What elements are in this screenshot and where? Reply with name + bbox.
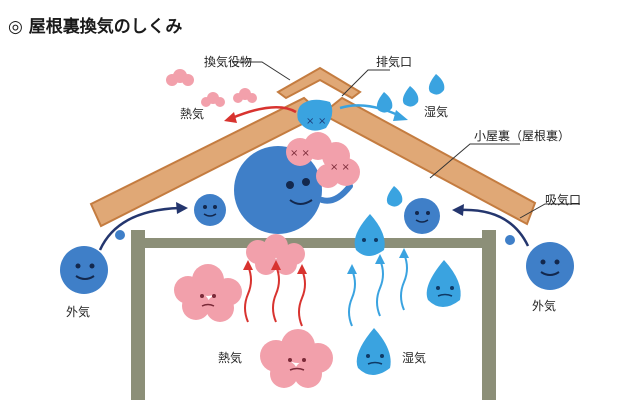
eave-vent-right — [505, 235, 515, 245]
label-outside-left: 外気 — [66, 305, 91, 319]
leader-attic — [429, 143, 520, 179]
rising-moisture-arrows — [348, 253, 408, 327]
heat-cloud-on-head — [286, 132, 360, 188]
moisture-exhaust-arrow — [339, 104, 401, 118]
label-attic: 小屋裏（屋根裏） — [474, 129, 571, 143]
leader-vent-fixture — [232, 61, 291, 81]
moisture-drop-room-right — [426, 260, 461, 307]
svg-text:×: × — [318, 116, 326, 127]
heat-cloud-room-left — [174, 264, 242, 322]
svg-text:×: × — [306, 116, 314, 127]
moisture-exhaust-arrow-head — [393, 110, 408, 121]
leader-intake-port — [519, 203, 580, 219]
wall-right — [482, 230, 496, 400]
svg-text:× ×: × × — [330, 162, 350, 173]
label-heat-bottom: 熱気 — [218, 351, 243, 365]
heat-cloud-eyes: × × × × — [290, 148, 350, 173]
wall-left — [131, 230, 145, 400]
ridge-vent-cap — [276, 66, 362, 100]
intake-arrow-right — [459, 208, 530, 247]
air-character-outside-right — [526, 242, 574, 290]
svg-text:× ×: × × — [290, 148, 310, 159]
moisture-drops-escaping — [376, 74, 445, 113]
air-character-large — [234, 146, 353, 234]
leader-exhaust-port — [341, 69, 390, 97]
air-character-ridge: × × — [297, 99, 333, 131]
eave-vent-left — [115, 230, 125, 240]
heat-cloud-room-bottom — [260, 329, 333, 388]
heat-cloud-attic — [246, 234, 305, 275]
heat-puff-small — [166, 69, 257, 107]
page-title: ◎ 屋根裏換気のしくみ — [8, 17, 183, 37]
label-heat-top: 熱気 — [180, 107, 205, 121]
heat-exhaust-arrow-head — [224, 112, 237, 123]
roof-right — [320, 96, 537, 226]
air-character-right — [404, 198, 440, 234]
rising-moisture-arrow-heads — [347, 248, 409, 274]
intake-arrow-right-head — [452, 204, 464, 216]
rising-heat-arrows — [244, 265, 306, 327]
label-vent-fixture: 換気役物 — [204, 55, 253, 69]
moisture-drop-room-bottom — [356, 328, 391, 375]
heat-exhaust-arrow — [231, 106, 297, 120]
intake-arrow-left — [98, 206, 181, 251]
air-character-outside-left — [60, 246, 108, 294]
intake-arrow-left-head — [176, 202, 188, 214]
rising-heat-arrow-heads — [243, 260, 307, 274]
label-humidity-bottom: 湿気 — [402, 351, 427, 365]
label-exhaust-port: 排気口 — [376, 55, 413, 69]
moisture-drop-attic — [354, 214, 385, 256]
moisture-drop-attic-small — [386, 186, 403, 207]
air-character-left — [194, 194, 226, 226]
label-outside-right: 外気 — [532, 299, 557, 313]
label-humidity-top: 湿気 — [424, 105, 449, 119]
label-intake-port: 吸気口 — [545, 193, 582, 207]
ceiling-beam — [145, 238, 482, 248]
